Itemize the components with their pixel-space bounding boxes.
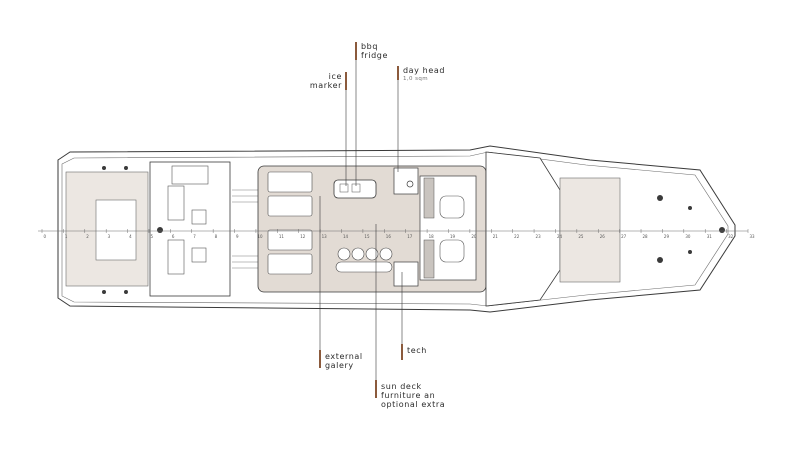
- callout-sundeck-line1: sun deck: [381, 382, 422, 391]
- callout-sundeck-line3: optional extra: [381, 400, 446, 409]
- scale-tick-label: 7: [193, 234, 196, 239]
- scale-tick-label: 11: [279, 234, 285, 239]
- foredeck-teak: [559, 177, 621, 283]
- callout-day-head: day head 1,0 sqm: [403, 66, 445, 84]
- scale-tick-label: 12: [300, 234, 306, 239]
- scale-tick-label: 28: [643, 234, 649, 239]
- scale-tick-label: 19: [450, 234, 456, 239]
- sun-deck-table: [335, 261, 393, 273]
- callout-ice-line1: ice: [328, 72, 342, 81]
- callout-sun-deck: sun deck furniture an optional extra: [381, 382, 445, 409]
- scale-tick-label: 22: [514, 234, 520, 239]
- scale-tick-label: 29: [664, 234, 670, 239]
- scale-tick-label: 10: [257, 234, 263, 239]
- scale-tick-label: 33: [750, 234, 756, 239]
- wheelhouse-roof: [485, 151, 561, 307]
- scale-tick-label: 30: [685, 234, 691, 239]
- day-head: [393, 167, 419, 195]
- scale-tick-label: 3: [108, 234, 111, 239]
- scale-tick-label: 27: [621, 234, 627, 239]
- tech-room: [393, 261, 419, 287]
- callout-sundeck-line2: furniture an: [381, 391, 436, 400]
- scale-tick-label: 32: [728, 234, 734, 239]
- callout-ice-line2: marker: [309, 81, 342, 90]
- scale-tick-label: 0: [44, 234, 47, 239]
- aft-platform: [95, 199, 137, 261]
- leader-thin: [319, 60, 403, 380]
- scale-tick-label: 24: [557, 234, 563, 239]
- leader-lines: [319, 42, 403, 398]
- scale-tick-label: 16: [386, 234, 392, 239]
- callout-dayhead-line1: day head: [403, 66, 446, 75]
- callout-external-line1: external: [325, 352, 363, 361]
- scale-tick-label: 2: [86, 234, 89, 239]
- scale-tick-label: 23: [536, 234, 542, 239]
- callout-external-line2: galery: [325, 361, 354, 370]
- scale-tick-label: 20: [471, 234, 477, 239]
- scale-tick-label: 15: [364, 234, 370, 239]
- scale-tick-label: 21: [493, 234, 499, 239]
- scale-tick-label: 13: [322, 234, 328, 239]
- hull-inner: [61, 151, 729, 307]
- callout-bbq-line2: fridge: [361, 51, 389, 60]
- scale-tick-label: 1: [65, 234, 68, 239]
- callout-tech-line1: tech: [407, 346, 427, 355]
- scale-tick-label: 26: [600, 234, 606, 239]
- scale-tick-label: 4: [129, 234, 132, 239]
- callout-bbq-fridge: bbq fridge: [361, 42, 388, 60]
- bar-stools: [337, 247, 393, 261]
- scale-tick-label: 14: [343, 234, 349, 239]
- scale-tick-label: 31: [707, 234, 713, 239]
- callout-external-galery: external galery: [325, 352, 363, 370]
- callout-ice-marker: ice marker: [300, 72, 342, 90]
- callout-tech: tech: [407, 346, 427, 355]
- scale-tick-label: 25: [578, 234, 584, 239]
- winches: [102, 166, 725, 294]
- sunbeds: [267, 171, 313, 275]
- scale-tick-label: 6: [172, 234, 175, 239]
- scale-tick-label: 5: [150, 234, 153, 239]
- callout-dayhead-sub: 1,0 sqm: [403, 76, 429, 82]
- aft-lounge: [149, 161, 231, 297]
- scale-tick-label: 17: [407, 234, 413, 239]
- scale-tick-label: 18: [429, 234, 435, 239]
- callout-bbq-line1: bbq: [361, 42, 379, 51]
- scale-tick-label: 8: [215, 234, 218, 239]
- scale-tick-label: 9: [236, 234, 239, 239]
